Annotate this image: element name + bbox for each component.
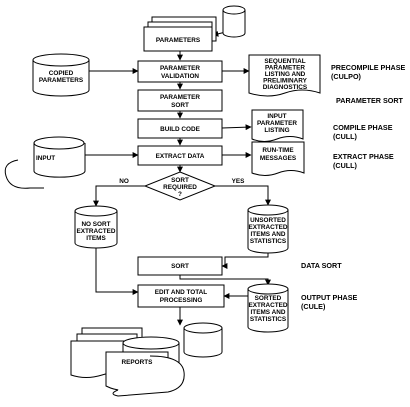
extract-phase-sub: (CULL) <box>333 161 358 170</box>
copied-parameters-label-line2: PARAMETERS <box>39 77 84 84</box>
output-phase-label: OUTPUT PHASE <box>301 293 358 302</box>
no-sort-items-line2: EXTRACTED <box>76 228 115 235</box>
sort-box: SORT <box>137 256 223 276</box>
copied-parameters-label-line1: COPIED <box>49 70 74 77</box>
parameter-validation-label-line1: PARAMETER <box>160 65 200 72</box>
parameter-listing-line1: INPUT <box>267 113 286 120</box>
edit-and-total-box: EDIT AND TOTAL PROCESSING <box>137 284 225 308</box>
runtime-messages-document: RUN-TIME MESSAGES <box>251 141 305 176</box>
reports-printout: REPORTS <box>70 322 223 397</box>
validation-listing-line5: DIAGNOSTICS <box>263 84 308 91</box>
precompile-phase-label: PRECOMPILE PHASE <box>331 63 405 72</box>
validation-listing-line2: PARAMETER <box>265 65 305 72</box>
unsorted-items-disk: UNSORTED EXTRACTED ITEMS AND STATISTICS <box>247 204 289 254</box>
input-label: INPUT <box>36 155 55 162</box>
reports-label: REPORTS <box>122 359 154 366</box>
parameter-sort-label-line1: PARAMETER <box>160 94 200 101</box>
parameter-validation-box: PARAMETER VALIDATION <box>137 60 223 83</box>
yes-branch-label: YES <box>232 178 246 185</box>
parameter-sort-box: PARAMETER SORT <box>137 89 223 112</box>
sorted-items-disk: SORTED EXTRACTED ITEMS AND STATISTICS <box>247 283 289 333</box>
no-sort-items-line1: NO SORT <box>81 221 110 228</box>
parameter-listing-line3: LISTING <box>264 127 289 134</box>
validation-listing-line3: LISTING AND <box>265 71 306 78</box>
connectors <box>85 30 271 326</box>
validation-listing-line4: PRELIMINARY <box>263 78 308 85</box>
phase-labels: PRECOMPILE PHASE (CULPO) PARAMETER SORT … <box>301 63 405 311</box>
unsorted-items-line2: EXTRACTED <box>248 224 287 231</box>
validation-listing-line1: SEQUENTIAL <box>264 58 305 65</box>
runtime-messages-line1: RUN-TIME <box>262 147 294 154</box>
input-tape: INPUT <box>4 136 86 189</box>
parameter-validation-label-line2: VALIDATION <box>161 73 199 80</box>
build-code-box: BUILD CODE <box>137 118 223 139</box>
sort-required-line1: SORT <box>171 177 189 184</box>
edit-and-total-line1: EDIT AND TOTAL <box>155 289 208 296</box>
unsorted-items-line4: STATISTICS <box>250 238 287 245</box>
sort-label: SORT <box>171 263 189 270</box>
parameters-label: PARAMETERS <box>156 37 201 44</box>
compile-phase-sub: (CULL) <box>333 132 358 141</box>
sort-required-decision: SORT REQUIRED ? <box>143 171 217 201</box>
extract-phase-label: EXTRACT PHASE <box>333 152 394 161</box>
extract-data-label: EXTRACT DATA <box>156 153 205 160</box>
precompile-phase-sub: (CULPO) <box>331 72 362 81</box>
parameters-tape-drive-icon <box>222 5 246 38</box>
no-branch-label: NO <box>119 178 129 185</box>
validation-listing-document: SEQUENTIAL PARAMETER LISTING AND PRELIMI… <box>248 54 321 97</box>
sort-required-line3: ? <box>178 191 182 198</box>
data-sort-phase-label: DATA SORT <box>301 261 342 270</box>
compile-phase-label: COMPILE PHASE <box>333 123 393 132</box>
sort-required-line2: REQUIRED <box>163 184 197 191</box>
parameter-listing-document: INPUT PARAMETER LISTING <box>251 109 304 142</box>
sorted-items-line3: ITEMS AND <box>251 309 286 316</box>
no-sort-items-disk: NO SORT EXTRACTED ITEMS <box>74 205 118 249</box>
runtime-messages-line2: MESSAGES <box>260 155 297 162</box>
parameter-sort-label-line2: SORT <box>171 102 189 109</box>
no-sort-items-line3: ITEMS <box>86 235 106 242</box>
unsorted-items-line1: UNSORTED <box>250 217 286 224</box>
sorted-items-line4: STATISTICS <box>250 316 287 323</box>
unsorted-items-line3: ITEMS AND <box>251 231 286 238</box>
parameters-card-deck: PARAMETERS <box>143 16 217 52</box>
sorted-items-line1: SORTED <box>255 295 282 302</box>
copied-parameters-disk: COPIED PARAMETERS <box>32 53 90 97</box>
sorted-items-line2: EXTRACTED <box>248 302 287 309</box>
edit-and-total-line2: PROCESSING <box>160 297 203 304</box>
parameter-sort-phase-label: PARAMETER SORT <box>336 96 404 105</box>
output-phase-sub: (CULE) <box>301 302 326 311</box>
parameter-listing-line2: PARAMETER <box>257 120 297 127</box>
extract-data-box: EXTRACT DATA <box>137 145 223 166</box>
build-code-label: BUILD CODE <box>160 126 201 133</box>
